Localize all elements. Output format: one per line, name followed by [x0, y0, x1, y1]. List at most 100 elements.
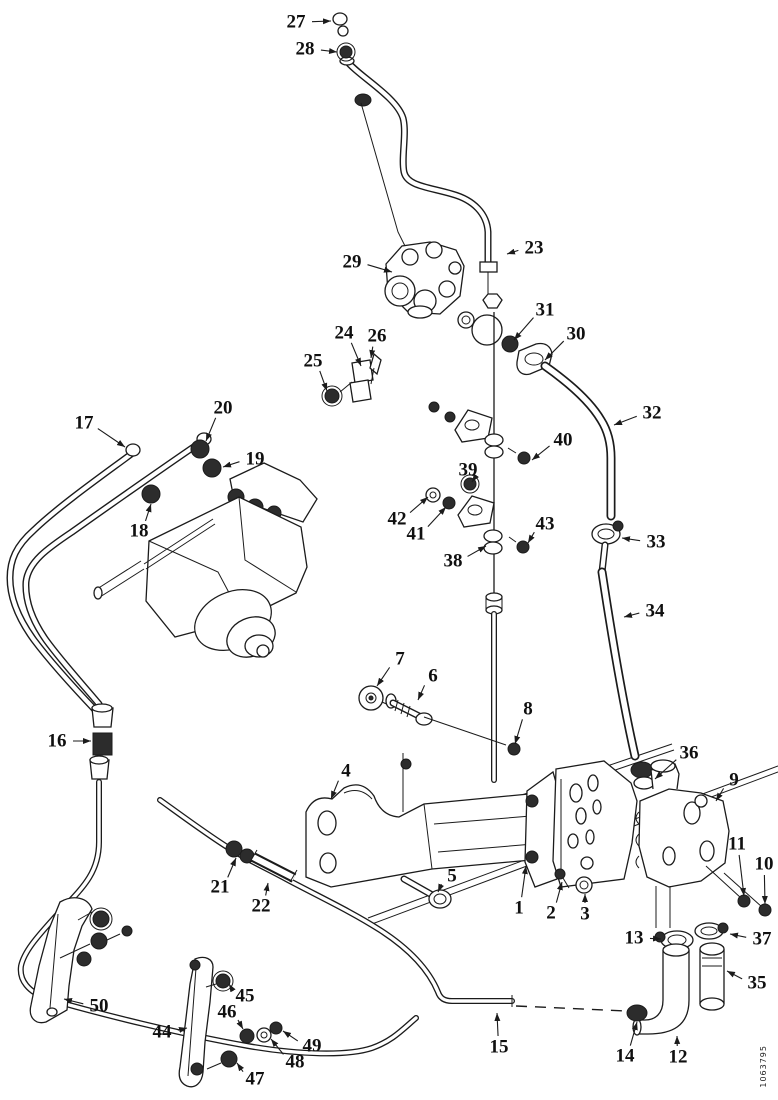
callout-1: 1	[514, 865, 528, 919]
nut-41	[442, 496, 456, 510]
callout-leader-13	[649, 935, 662, 942]
steering-gear	[93, 439, 318, 658]
callout-number-41: 41	[407, 524, 426, 545]
callout-number-14: 14	[616, 1046, 636, 1067]
callout-47: 47	[236, 1062, 266, 1090]
callout-leader-21	[227, 857, 237, 878]
callout-leader-9	[715, 788, 725, 802]
callout-leader-34	[623, 612, 640, 618]
coupling-16	[89, 703, 114, 780]
callout-49: 49	[282, 1030, 322, 1057]
callout-17: 17	[75, 413, 126, 448]
mount-hardware	[358, 685, 521, 909]
callout-leader-43	[527, 531, 535, 544]
callout-leader-28	[320, 48, 338, 55]
bolt-45	[215, 973, 231, 989]
callout-leader-20	[205, 417, 217, 442]
callout-leader-17	[97, 428, 126, 448]
callout-leader-2	[555, 881, 563, 903]
callout-number-15: 15	[490, 1037, 509, 1058]
callout-14: 14	[616, 1021, 638, 1067]
sleeve-22	[251, 854, 296, 881]
callout-number-16: 16	[48, 731, 67, 752]
callout-number-21: 21	[211, 877, 230, 898]
elbow-fittings-30-31	[457, 311, 553, 376]
callout-leader-19	[222, 461, 240, 468]
callout-2: 2	[546, 881, 563, 924]
bolt-5-head	[428, 889, 452, 909]
callout-leader-23	[506, 248, 519, 255]
callout-30: 30	[544, 324, 586, 361]
washer-3	[575, 876, 593, 894]
bolt-47	[220, 1050, 238, 1068]
callout-leader-6	[417, 685, 426, 701]
callout-number-31: 31	[536, 300, 555, 321]
bolt-8	[507, 742, 521, 756]
bolt-2	[554, 868, 566, 880]
callout-number-32: 32	[643, 403, 662, 424]
fitting-36	[630, 761, 654, 779]
nut-46	[239, 1028, 255, 1044]
callout-leader-4	[330, 780, 339, 800]
bracket-44	[178, 956, 283, 1088]
callout-leader-8	[514, 719, 523, 745]
tube-15-hidden-line	[515, 1005, 627, 1012]
return-hose-32-34	[540, 361, 655, 790]
clamp-parts-24-26	[321, 352, 382, 407]
callout-11: 11	[728, 834, 747, 897]
callout-leader-14	[629, 1021, 638, 1046]
callout-number-3: 3	[580, 904, 590, 925]
hose-35	[699, 942, 725, 956]
mounting-plate-1	[524, 760, 638, 894]
callout-leader-50	[63, 998, 84, 1005]
fitting-14	[626, 1004, 648, 1022]
callout-27: 27	[287, 12, 332, 33]
callout-leader-49	[282, 1030, 299, 1042]
callout-number-39: 39	[459, 460, 478, 481]
callout-8: 8	[514, 699, 533, 745]
steering-pump-29	[384, 241, 465, 319]
callout-number-36: 36	[680, 743, 699, 764]
callout-leader-1	[521, 865, 528, 898]
callout-number-40: 40	[554, 430, 573, 451]
left-return-hoses	[6, 432, 212, 716]
callout-number-20: 20	[214, 398, 233, 419]
nut-16	[92, 732, 113, 756]
callout-number-50: 50	[90, 996, 109, 1017]
callout-number-42: 42	[388, 509, 407, 530]
callout-leader-45	[228, 983, 236, 993]
callout-number-10: 10	[755, 854, 774, 875]
valve-assembly-9	[635, 759, 772, 928]
callout-leader-39	[471, 473, 479, 483]
callout-number-45: 45	[236, 986, 255, 1007]
callout-35: 35	[726, 970, 767, 994]
callout-44: 44	[153, 1022, 188, 1043]
callout-number-17: 17	[75, 413, 95, 434]
callout-number-11: 11	[728, 834, 746, 855]
nut-28	[339, 45, 353, 59]
callout-leader-5	[437, 883, 445, 893]
callout-34: 34	[623, 601, 665, 622]
callout-number-47: 47	[246, 1069, 266, 1090]
callout-number-12: 12	[669, 1047, 688, 1068]
callout-4: 4	[330, 761, 351, 800]
callout-number-26: 26	[368, 326, 387, 347]
callout-5: 5	[437, 866, 457, 893]
callout-19: 19	[222, 449, 265, 470]
callout-number-5: 5	[447, 866, 457, 887]
callout-number-28: 28	[296, 39, 315, 60]
callout-leader-10	[761, 874, 768, 905]
bolt-25	[324, 388, 340, 404]
fitting-18	[141, 484, 161, 504]
washer-48	[256, 1027, 272, 1043]
callout-40: 40	[531, 430, 573, 461]
callout-number-29: 29	[343, 252, 362, 273]
callout-number-49: 49	[303, 1036, 322, 1057]
callout-number-27: 27	[287, 12, 307, 33]
callout-leader-40	[531, 445, 550, 461]
callout-23: 23	[506, 238, 544, 259]
callout-leader-15	[494, 1012, 501, 1037]
washer-42	[425, 487, 441, 503]
